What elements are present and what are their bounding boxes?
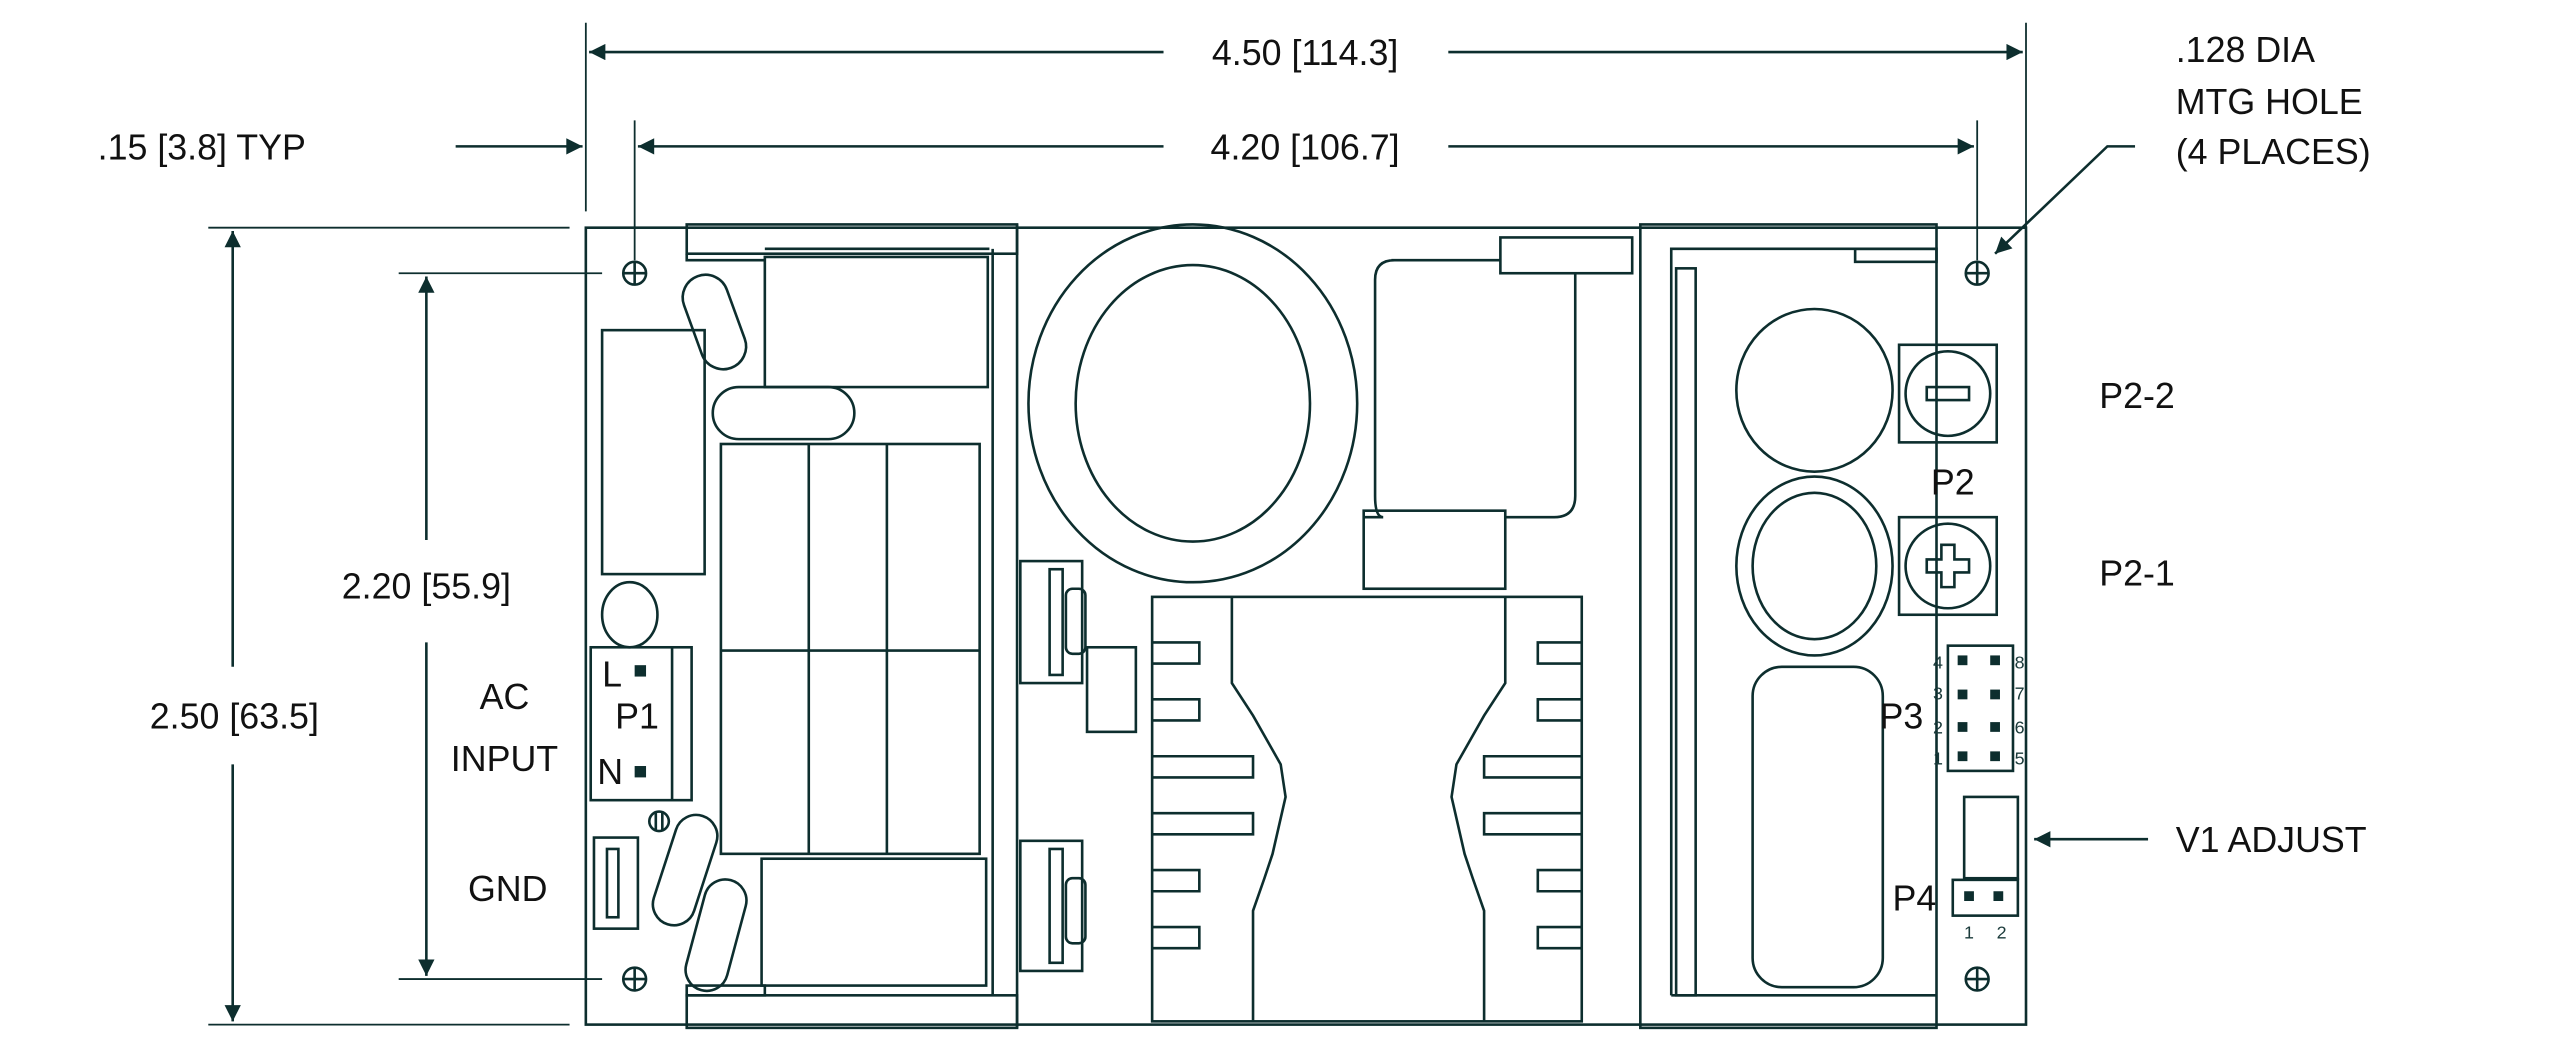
input-section: L P1 N: [589, 223, 1019, 1030]
filter-block: [719, 442, 981, 856]
p3-label: P3: [1880, 697, 1924, 737]
small-component: [1362, 509, 1507, 591]
capacitor: [681, 273, 748, 371]
p3-pin-label: 1: [1933, 748, 1943, 768]
output-component: [1751, 665, 1885, 989]
v1-adjust-label: V1 ADJUST: [2176, 820, 2367, 860]
gnd-label: GND: [468, 869, 548, 909]
small-component: [1499, 236, 1634, 275]
input-label: INPUT: [451, 739, 559, 779]
p1-label: P1: [615, 697, 659, 737]
output-section: P2 P2-2 P2-1 4 3 2 1 8 7 6 5 P3 1 2 P: [1639, 223, 2367, 1030]
p3-pin-label: 2: [1933, 717, 1943, 737]
dimension-hole-spacing-height: 2.20 [55.9]: [342, 272, 603, 980]
mounting-hole-icon: [621, 966, 648, 992]
inductor-outline: [1363, 258, 1577, 519]
mounting-hole-note: .128 DIA MTG HOLE (4 PLACES): [1994, 30, 2371, 255]
p4-label: P4: [1893, 879, 1937, 919]
p3-pin-label: 5: [2015, 748, 2025, 768]
heatsink: [1150, 595, 1584, 1023]
note-line-3: (4 PLACES): [2176, 132, 2371, 172]
transformer-block: [763, 255, 990, 389]
output-block: [760, 857, 988, 987]
overall-height-label: 2.50 [63.5]: [150, 697, 319, 737]
fuse: [600, 580, 659, 649]
mounting-hole-icon: [1964, 966, 1990, 992]
p2-label: P2: [1931, 462, 1975, 502]
mounting-hole-icon: [1964, 260, 1990, 286]
note-line-1: .128 DIA: [2176, 30, 2315, 70]
p4-pin-label: 2: [1997, 922, 2007, 942]
toroid-outer: [1027, 223, 1359, 584]
capacitor: [684, 878, 748, 993]
capacitor: [711, 385, 856, 441]
p1-connector: [589, 645, 693, 802]
ac-label: AC: [480, 677, 530, 717]
power-section: [1019, 223, 1634, 1023]
p3-header: 4 3 2 1 8 7 6 5 P3: [1880, 644, 2025, 773]
note-line-2: MTG HOLE: [2176, 82, 2363, 122]
p3-pin-label: 7: [2015, 683, 2025, 703]
hole-spacing-height-label: 2.20 [55.9]: [342, 567, 511, 607]
mounting-hole-icon: [621, 260, 648, 286]
transistor: [1019, 839, 1084, 973]
transistor: [1019, 559, 1084, 685]
ground-symbol-icon: [647, 810, 671, 833]
p3-pin-label: 3: [1933, 683, 1943, 703]
p4-pin-label: 1: [1964, 922, 1974, 942]
dimension-overall-height: 2.50 [63.5]: [150, 226, 570, 1026]
dimension-overall-width: 4.50 [114.3]: [584, 22, 2027, 228]
p2-minus-terminal-icon: [1897, 343, 1999, 444]
output-capacitor: [1735, 475, 1894, 657]
output-capacitor: [1735, 307, 1894, 473]
p3-pin-label: 8: [2015, 652, 2025, 672]
resistor: [600, 328, 706, 576]
v1-adjust-potentiometer: [1962, 795, 2020, 880]
board-outline: [584, 226, 2028, 1026]
p2-2-label: P2-2: [2099, 376, 2175, 416]
p2-plus-terminal-icon: [1897, 515, 1999, 617]
overall-width-label: 4.50 [114.3]: [1212, 33, 1398, 73]
edge-offset-label: .15 [3.8] TYP: [98, 127, 306, 167]
p1-l-label: L: [602, 654, 622, 694]
capacitor: [651, 813, 719, 927]
p2-1-label: P2-1: [2099, 553, 2175, 593]
mounting-holes: [621, 260, 1990, 992]
p1-n-label: N: [597, 752, 623, 792]
toroid-inner: [1074, 263, 1312, 543]
gnd-connector: [592, 836, 640, 930]
hole-spacing-width-label: 4.20 [106.7]: [1211, 127, 1400, 167]
dimension-hole-spacing-width: 4.20 [106.7] .15 [3.8] TYP: [98, 120, 1979, 261]
p3-pin-label: 4: [1933, 652, 1943, 672]
p4-header: 1 2 P4: [1893, 878, 2020, 942]
p3-pin-label: 6: [2015, 717, 2025, 737]
